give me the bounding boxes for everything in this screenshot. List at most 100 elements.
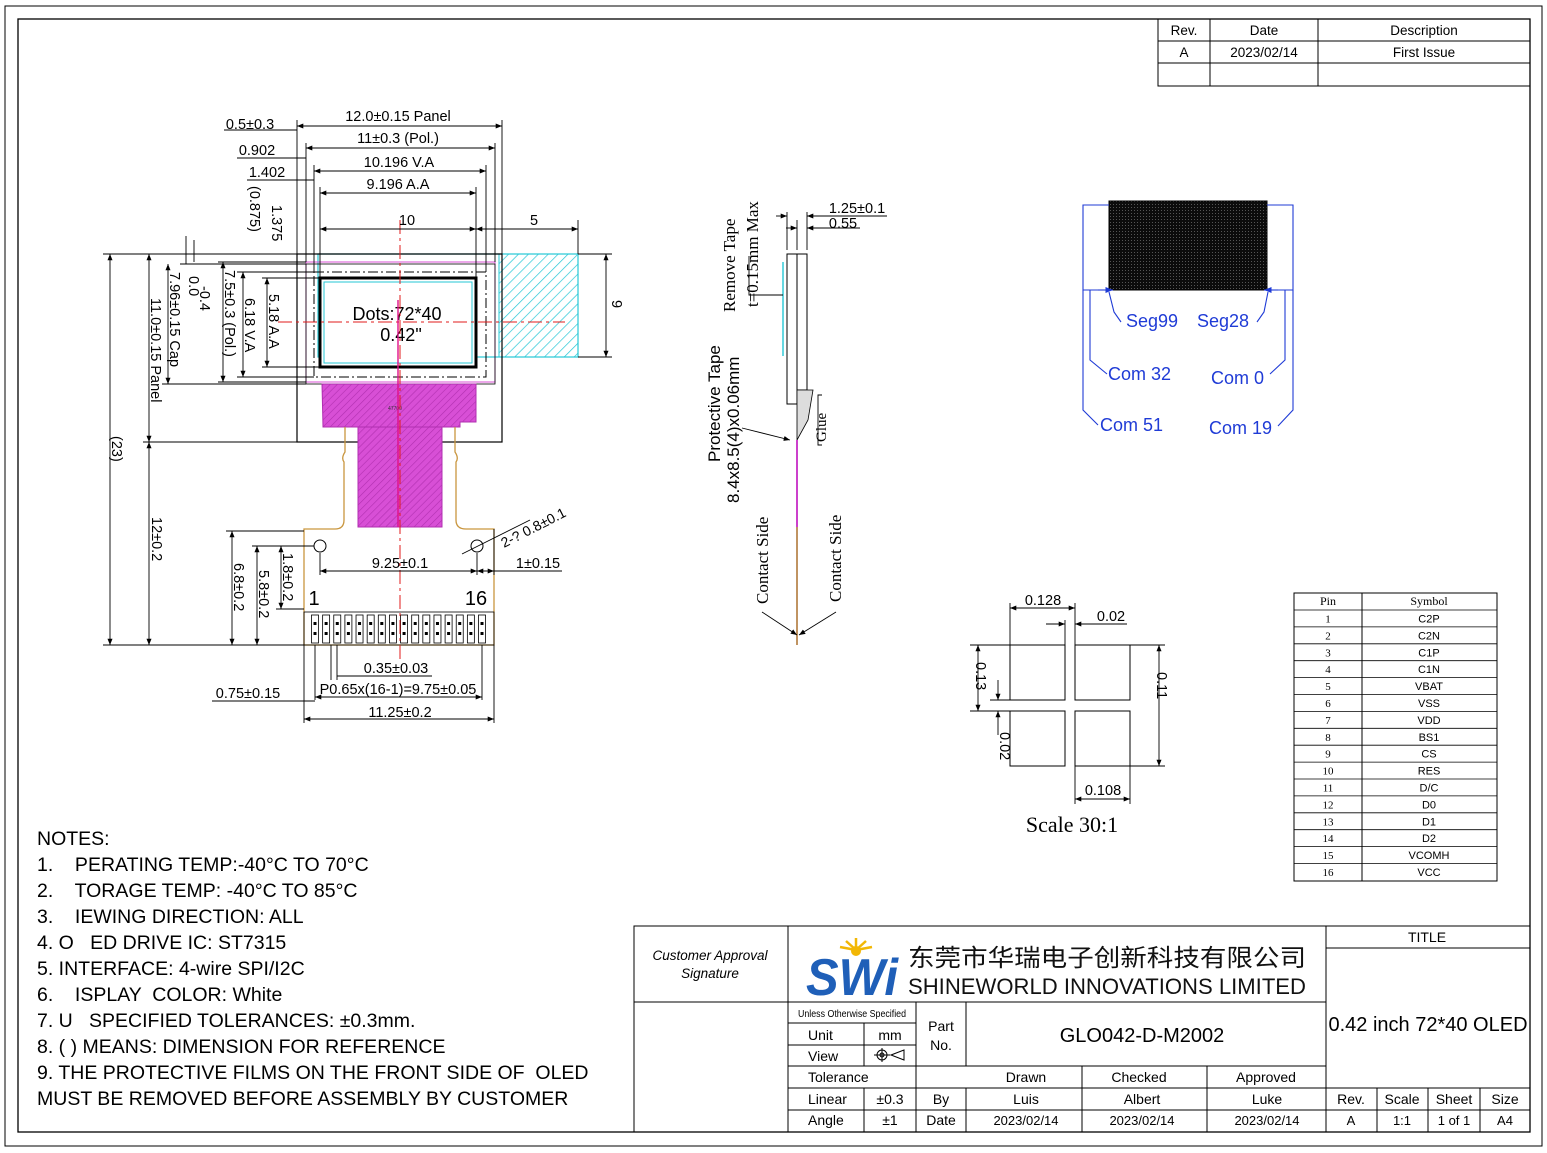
dim-10: 10 — [399, 213, 415, 229]
pad-via — [469, 632, 473, 635]
date-label: Date — [926, 1112, 956, 1128]
size-value: A4 — [1497, 1113, 1513, 1128]
dim-pitch: 0.128 — [1025, 593, 1061, 609]
angle-label: Angle — [808, 1112, 844, 1128]
logo-text: SWi — [806, 949, 899, 1007]
side-glass-rear — [786, 253, 798, 405]
pad-via — [458, 632, 462, 635]
contact-leader-right — [798, 611, 837, 636]
scale-label-tb: Scale — [1384, 1091, 1419, 1107]
dim-holes: 2-? 0.8±0.1 — [498, 504, 568, 550]
dim-18: 1.8±0.2 — [279, 553, 295, 601]
pin-symbol: VSS — [1418, 698, 1440, 710]
note-8: 8. ( ) MEANS: DIMENSION FOR REFERENCE — [37, 1036, 446, 1058]
pad-via — [324, 622, 328, 625]
dim-total-thickness: 1.25±0.1 — [829, 201, 885, 217]
glue-bracket — [817, 394, 822, 446]
dim-aa-offset: 1.402 — [249, 165, 285, 181]
date-header: Date — [1250, 23, 1279, 38]
pad-via — [391, 632, 395, 635]
dim-zero: 0.0 — [185, 276, 201, 296]
contact-pad — [355, 614, 364, 644]
dim-panel-width: 12.0±0.15 Panel — [345, 109, 451, 125]
size-label: 0.42" — [380, 325, 421, 345]
pad-via — [391, 622, 395, 625]
scale-value: 1:1 — [1393, 1113, 1411, 1128]
contact-pad — [444, 614, 453, 644]
contact-pad — [311, 614, 319, 644]
pin-number: 3 — [1325, 647, 1331, 659]
pad-via — [424, 622, 428, 625]
contact-pad — [411, 614, 420, 644]
dim-gap-vertical: 0.02 — [996, 732, 1012, 760]
glue-label: Glue — [814, 413, 830, 443]
dim-58: 5.8±0.2 — [255, 570, 271, 618]
dim-0875: (0.875) — [246, 186, 262, 232]
pin-number: 8 — [1325, 732, 1331, 744]
pad-via — [369, 632, 373, 635]
unit-label: Unit — [808, 1027, 833, 1043]
projection-icon — [874, 1048, 905, 1062]
dim-aa-width: 9.196 A.A — [367, 177, 430, 193]
dim-cap-height: 7.96±0.15 Cap — [166, 272, 182, 367]
protective-tape-size: 8.4x8.5(4)x0.06mm — [724, 357, 743, 503]
note-3: 3. IEWING DIRECTION: ALL — [37, 906, 304, 928]
pixel-bottom-left — [1009, 710, 1066, 767]
dim-panel-height: 11.0±0.15 Panel — [147, 298, 163, 402]
pad-via — [413, 632, 417, 635]
pad-via — [424, 632, 428, 635]
unless-specified: Unless Otherwise Specified — [798, 1009, 906, 1020]
view-label: View — [808, 1048, 839, 1064]
note-5: 5. INTERFACE: 4-wire SPI/I2C — [37, 958, 305, 980]
contact-pads — [303, 611, 495, 646]
contact-pad — [455, 614, 464, 644]
linear-label: Linear — [808, 1091, 847, 1107]
approved-label: Approved — [1236, 1069, 1296, 1085]
pixel-map: Seg99 Seg28 Com 32 Com 0 Com 51 Com 19 — [1082, 200, 1294, 438]
pin-number: 12 — [1323, 799, 1334, 811]
dim-hole-pitch: 9.25±0.1 — [372, 556, 428, 572]
note-4: 4. O ED DRIVE IC: ST7315 — [37, 932, 287, 954]
notes-title: NOTES: — [37, 828, 110, 850]
front-view: Dots:72*40 0.42" 47700 1 16 — [103, 109, 624, 723]
dim-pol-height: 7.5±0.3 (Pol.) — [221, 270, 237, 357]
fpc-code: 47700 — [388, 406, 402, 412]
pixel-top-left — [1009, 644, 1066, 701]
dim-fpc-length: 12±0.2 — [148, 517, 164, 561]
pixel-top-right — [1074, 644, 1131, 701]
pad-via — [435, 632, 439, 635]
pin-symbol: VCOMH — [1409, 850, 1450, 862]
note-6: 6. ISPLAY COLOR: White — [37, 984, 283, 1006]
dim-glass: 0.55 — [829, 216, 857, 232]
pad-via — [380, 622, 384, 625]
customer-approval-label: Customer Approval — [652, 948, 768, 963]
dim-011: 0.11 — [1153, 672, 1169, 699]
outer-border — [4, 5, 1543, 1147]
note-9: 9. THE PROTECTIVE FILMS ON THE FRONT SID… — [37, 1062, 589, 1084]
pad-via — [358, 632, 362, 635]
dim-aa-height: 5.18 A.A — [265, 294, 281, 349]
dim-gap: 0.02 — [1097, 609, 1125, 625]
mounting-hole-left — [313, 539, 327, 553]
pin-symbol: C1P — [1418, 647, 1439, 659]
rev-value: A — [1179, 45, 1188, 60]
unit-value: mm — [878, 1027, 901, 1043]
dim-edge-1: 1±0.15 — [516, 556, 560, 572]
pin-number: 15 — [1323, 850, 1335, 862]
dim-0108: 0.108 — [1085, 783, 1121, 799]
pin-number: 2 — [1325, 630, 1331, 642]
contact-pad — [366, 614, 375, 644]
sheet-value: 1 of 1 — [1438, 1113, 1471, 1128]
contact-side-right: Contact Side — [826, 515, 845, 602]
pad-via — [335, 632, 339, 635]
pad-via — [435, 622, 439, 625]
pad-via — [346, 622, 350, 625]
checked-by: Albert — [1124, 1091, 1161, 1107]
checked-label: Checked — [1111, 1069, 1166, 1085]
dim-68: 6.8±0.2 — [230, 563, 246, 611]
contact-pad — [400, 614, 408, 644]
pad-via — [335, 622, 339, 625]
rev-value-tb: A — [1347, 1113, 1356, 1128]
